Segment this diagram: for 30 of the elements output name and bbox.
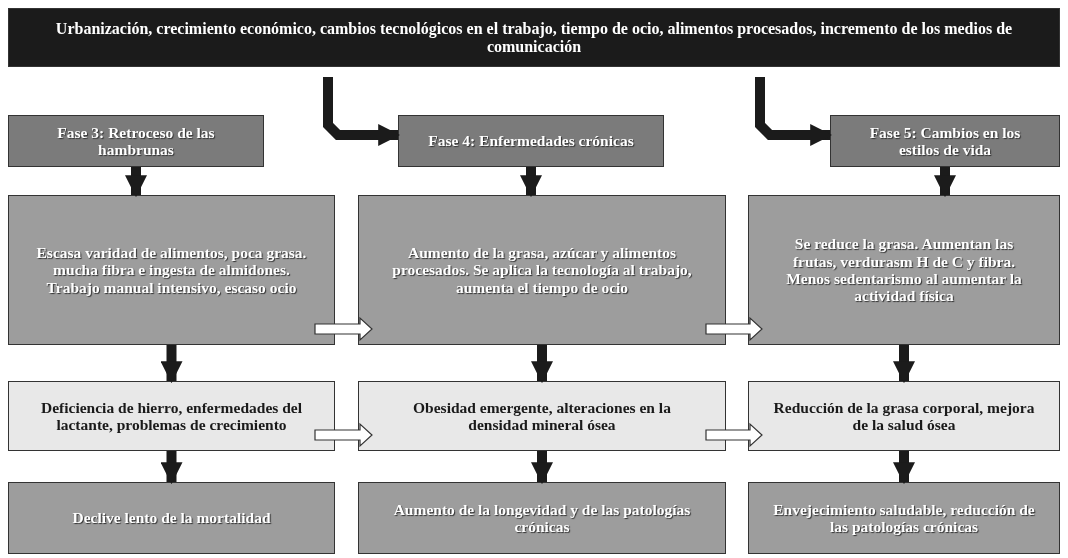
box-text: Reducción de la grasa corporal, mejora de la salud ósea bbox=[772, 398, 1036, 434]
box-text: Deficiencia de hierro, enfermedades del lactante, problemas de crecimiento bbox=[40, 398, 303, 434]
result-box bbox=[8, 482, 335, 554]
hollow-arrow bbox=[705, 316, 763, 342]
outcome-box bbox=[8, 381, 335, 451]
diet-box bbox=[748, 195, 1060, 345]
phase-header bbox=[830, 115, 1060, 167]
diet-box bbox=[8, 195, 335, 345]
diet-box bbox=[358, 195, 726, 345]
box-text: Escasa varidad de alimentos, poca grasa. mucha fibra e ingesta de almidones. Trabajo manual intensivo, escaso ocio bbox=[35, 243, 308, 297]
outcome-box bbox=[748, 381, 1060, 451]
hollow-arrow bbox=[314, 422, 373, 448]
box-text: Aumento de la grasa, azúcar y alimentos procesados. Se aplica la tecnología al trabajo, aumenta el tiempo de ocio bbox=[391, 243, 693, 297]
box-text: Aumento de la longevidad y de las patologías crónicas bbox=[392, 500, 692, 536]
phase-header bbox=[8, 115, 264, 167]
box-text: Declive lento de la mortalidad bbox=[71, 509, 272, 527]
box-text: Fase 4: Enfermedades crónicas bbox=[427, 132, 635, 150]
top-banner bbox=[8, 8, 1060, 67]
hollow-arrow bbox=[314, 316, 373, 342]
phase-header bbox=[398, 115, 664, 167]
box-text: Fase 3: Retroceso de las hambrunas bbox=[56, 123, 216, 159]
result-box bbox=[358, 482, 726, 554]
box-text: Se reduce la grasa. Aumentan las frutas, verdurasm H de C y fibra. Menos sedentarismo al aumentar la actividad física bbox=[785, 235, 1023, 305]
box-text: Urbanización, crecimiento económico, cambios tecnológicos en el trabajo, tiempo de ocio, alimentos procesados, incremento de los medios de comunicación bbox=[54, 19, 1014, 56]
box-text: Fase 5: Cambios en los estilos de vida bbox=[868, 123, 1022, 159]
result-box bbox=[748, 482, 1060, 554]
box-text: Envejecimiento saludable, reducción de las patologías crónicas bbox=[772, 500, 1036, 536]
hollow-arrow bbox=[705, 422, 763, 448]
outcome-box bbox=[358, 381, 726, 451]
box-text: Obesidad emergente, alteraciones en la densidad mineral ósea bbox=[412, 398, 672, 434]
